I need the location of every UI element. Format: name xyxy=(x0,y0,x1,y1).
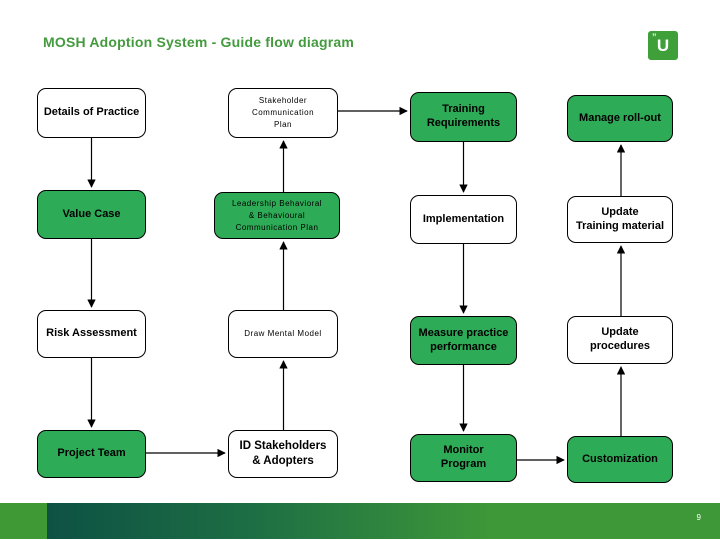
node-draw-mental-model: Draw Mental Model xyxy=(228,310,338,358)
logo-letter: U xyxy=(656,36,670,55)
node-risk-assessment: Risk Assessment xyxy=(37,310,146,358)
footer-bar xyxy=(0,503,720,539)
footer-accent-block xyxy=(0,503,47,539)
node-manage-roll-out: Manage roll-out xyxy=(567,95,673,142)
node-leadership-communication-plan: Leadership Behavioral & Behavioural Comm… xyxy=(214,192,340,239)
node-implementation: Implementation xyxy=(410,195,517,244)
node-training-requirements: Training Requirements xyxy=(410,92,517,142)
node-monitor-program: Monitor Program xyxy=(410,434,517,482)
node-stakeholder-communication-plan: Stakeholder Communication Plan xyxy=(228,88,338,138)
page-number: 9 xyxy=(696,513,701,522)
node-value-case: Value Case xyxy=(37,190,146,239)
node-project-team: Project Team xyxy=(37,430,146,478)
node-customization: Customization xyxy=(567,436,673,483)
node-update-training-material: Update Training material xyxy=(567,196,673,243)
node-details-of-practice: Details of Practice xyxy=(37,88,146,138)
logo-quote-mark: ” xyxy=(652,32,657,42)
company-logo: ” U xyxy=(648,31,678,60)
page-title: MOSH Adoption System - Guide flow diagra… xyxy=(43,34,355,50)
node-update-procedures: Update procedures xyxy=(567,316,673,364)
node-id-stakeholders-adopters: ID Stakeholders & Adopters xyxy=(228,430,338,478)
node-measure-practice-performance: Measure practice performance xyxy=(410,316,517,365)
